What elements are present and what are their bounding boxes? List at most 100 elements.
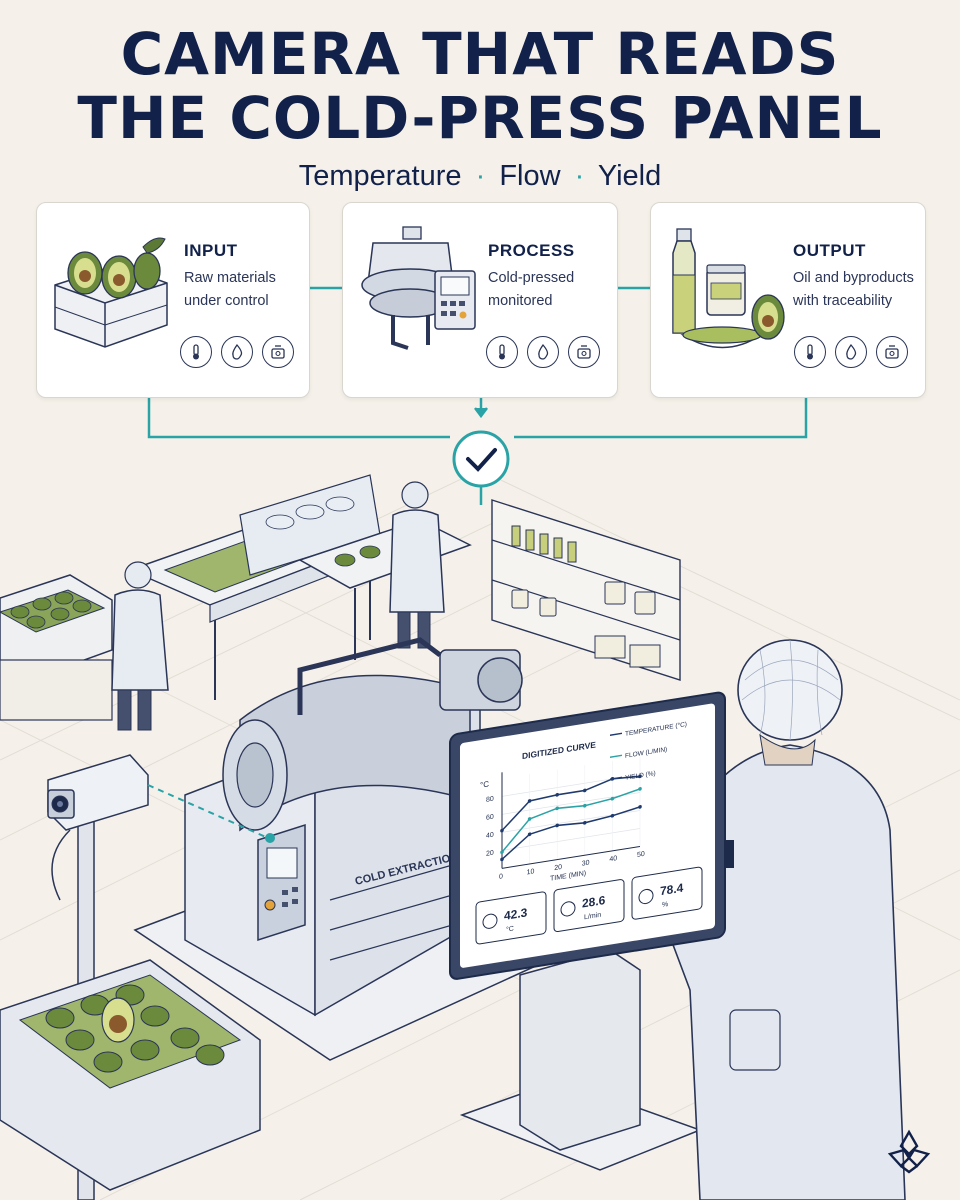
crate-illustration bbox=[54, 237, 168, 348]
card-process-desc: Cold-pressed monitored bbox=[488, 267, 628, 313]
card-process-line-1: Cold-pressed bbox=[488, 270, 575, 286]
data-point bbox=[638, 774, 642, 779]
card-output-line-1: Oil and byproducts bbox=[793, 270, 914, 286]
scale-icon bbox=[876, 336, 908, 368]
page-subtitle: Temperature · Flow · Yield bbox=[0, 160, 960, 193]
data-point bbox=[610, 796, 615, 801]
front-avocado-crate bbox=[0, 959, 261, 1191]
card-output-title: OUTPUT bbox=[793, 241, 866, 260]
series-line-2 bbox=[501, 806, 641, 860]
title-line-1: CAMERA THAT READS bbox=[120, 20, 840, 88]
y-tick-label: 20 bbox=[486, 850, 494, 858]
subtitle-separator-1: · bbox=[475, 160, 486, 192]
page-title: CAMERA THAT READS THE COLD-PRESS PANEL bbox=[0, 22, 960, 150]
x-axis bbox=[502, 845, 640, 869]
data-point bbox=[500, 828, 504, 833]
data-point bbox=[555, 823, 559, 828]
flow-connectors bbox=[147, 286, 808, 505]
y-tick-label: 40 bbox=[486, 832, 494, 840]
camera-target-dot bbox=[265, 833, 275, 843]
drop-icon bbox=[835, 336, 867, 368]
data-point bbox=[555, 792, 559, 797]
card-process-line-2: monitored bbox=[488, 293, 553, 309]
title-line-2: THE COLD-PRESS PANEL bbox=[77, 84, 883, 152]
series-line-1 bbox=[501, 788, 641, 853]
data-point bbox=[638, 805, 642, 809]
card-input-line-1: Raw materials bbox=[184, 270, 276, 286]
monitor-stand bbox=[459, 949, 703, 1171]
worker-center bbox=[389, 481, 445, 649]
data-point bbox=[555, 806, 559, 811]
grid-line-y bbox=[502, 792, 640, 815]
readout-box-1 bbox=[553, 879, 625, 933]
readout-unit-0: °C bbox=[506, 925, 514, 934]
avocado-half bbox=[101, 997, 135, 1043]
card-input: INPUT Raw materials under control bbox=[36, 202, 310, 398]
legend-swatch-1 bbox=[610, 754, 622, 758]
data-point bbox=[500, 850, 504, 854]
y-axis-label: °C bbox=[480, 779, 489, 789]
y-tick-label: 80 bbox=[486, 796, 494, 804]
legend-swatch-2 bbox=[610, 776, 622, 780]
grid-line-y bbox=[502, 828, 640, 851]
thermometer-icon bbox=[486, 336, 518, 368]
subtitle-flow: Flow bbox=[499, 160, 561, 192]
data-point bbox=[638, 787, 642, 791]
x-tick-label: 20 bbox=[554, 864, 562, 872]
data-point bbox=[610, 813, 615, 818]
check-badge bbox=[452, 430, 510, 488]
card-process-title: PROCESS bbox=[488, 241, 575, 260]
brand-logo-icon bbox=[887, 1129, 931, 1174]
x-tick-label: 0 bbox=[499, 873, 503, 881]
card-input-title: INPUT bbox=[184, 241, 238, 260]
legend-swatch-0 bbox=[610, 732, 622, 736]
output-illustration bbox=[672, 228, 785, 349]
thermometer-icon bbox=[482, 913, 498, 929]
thermometer-icon bbox=[180, 336, 212, 368]
readout-box-2 bbox=[631, 866, 703, 920]
data-point bbox=[583, 788, 587, 793]
readout-value-0: 42.3 bbox=[504, 905, 528, 923]
x-tick-label: 30 bbox=[582, 859, 590, 867]
readout-unit-1: L/min bbox=[584, 912, 601, 922]
data-point bbox=[583, 821, 587, 825]
card-input-desc: Raw materials under control bbox=[184, 267, 324, 313]
press-illustration bbox=[361, 226, 476, 350]
thermometer-icon bbox=[794, 336, 826, 368]
drop-icon bbox=[221, 336, 253, 368]
card-process: PROCESS Cold-pressed monitored bbox=[342, 202, 618, 398]
scale-icon bbox=[638, 888, 654, 905]
card-input-icons bbox=[180, 336, 294, 368]
card-output-desc: Oil and byproducts with traceability bbox=[793, 267, 928, 313]
readout-value-1: 28.6 bbox=[582, 893, 606, 911]
readout-value-2: 78.4 bbox=[660, 881, 684, 899]
scale-icon bbox=[568, 336, 600, 368]
data-point bbox=[583, 803, 587, 808]
data-point bbox=[527, 832, 532, 837]
scale-icon bbox=[262, 336, 294, 368]
worker-left bbox=[111, 561, 169, 731]
data-point bbox=[527, 799, 532, 803]
storage-shelf bbox=[491, 499, 681, 681]
card-process-icons bbox=[486, 336, 600, 368]
readout-unit-2: % bbox=[662, 901, 668, 909]
data-point bbox=[527, 817, 532, 821]
x-tick-label: 50 bbox=[637, 851, 645, 859]
legend-label-2: YIELD (%) bbox=[625, 770, 656, 782]
y-tick-label: 60 bbox=[486, 814, 494, 822]
x-tick-label: 10 bbox=[527, 868, 535, 876]
card-input-line-2: under control bbox=[184, 293, 269, 309]
card-output: OUTPUT Oil and byproducts with traceabil… bbox=[650, 202, 926, 398]
back-avocado-bin bbox=[0, 574, 113, 721]
card-output-icons bbox=[794, 336, 908, 368]
readout-box-0 bbox=[475, 891, 547, 945]
drop-icon bbox=[527, 336, 559, 368]
card-output-line-2: with traceability bbox=[793, 293, 893, 309]
data-point bbox=[500, 857, 504, 862]
drop-icon bbox=[560, 901, 576, 917]
x-tick-label: 40 bbox=[609, 855, 617, 863]
subtitle-separator-2: · bbox=[574, 160, 585, 192]
subtitle-yield: Yield bbox=[597, 160, 662, 192]
